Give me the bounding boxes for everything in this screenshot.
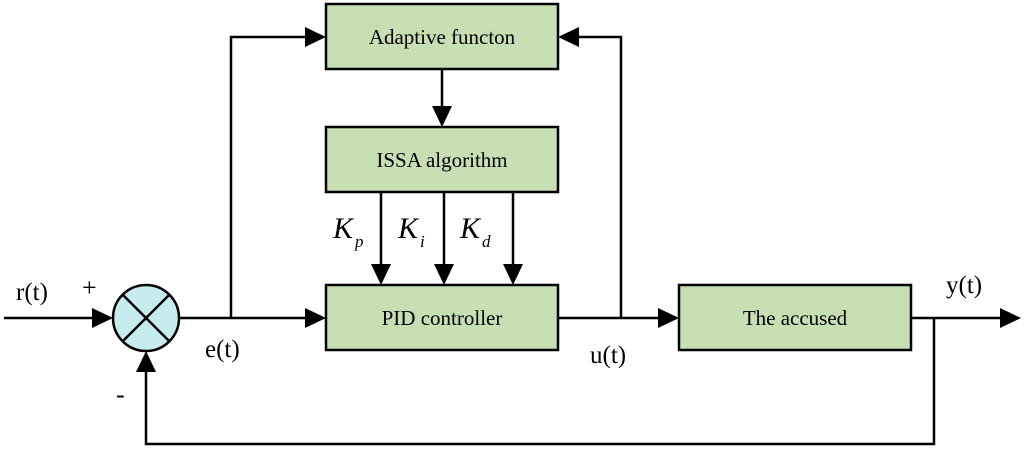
accused-block: The accused: [677, 283, 913, 352]
kp-arrow: [371, 264, 391, 285]
kp-subscript: p: [354, 232, 364, 251]
ki-subscript: i: [420, 232, 425, 251]
plus-sign-label: +: [82, 273, 97, 302]
error-to-adaptive-wire: [229, 35, 308, 318]
ki-arrow: [434, 264, 454, 285]
feedback-arrow: [136, 351, 156, 372]
issa-algorithm-block: ISSA algorithm: [324, 125, 560, 194]
adaptive-function-block: Adaptive functon: [324, 2, 560, 71]
control-signal-label: u(t): [590, 342, 626, 369]
control-to-adaptive-wire: [576, 35, 623, 318]
pid-controller-label: PID controller: [382, 306, 503, 330]
reference-input-arrow: [92, 308, 113, 328]
control-to-accused-arrow: [658, 308, 679, 328]
issa-algorithm-label: ISSA algorithm: [376, 148, 507, 172]
kd-arrow: [503, 264, 523, 285]
error-to-adaptive-arrow: [305, 27, 326, 47]
kp-symbol: K: [332, 212, 355, 245]
feedback-wire: [144, 318, 936, 446]
error-signal-label: e(t): [205, 336, 240, 363]
pid-controller-box: [324, 283, 560, 352]
kd-symbol: K: [459, 212, 482, 245]
minus-sign-label: -: [116, 380, 125, 409]
reference-signal-label: r(t): [16, 279, 48, 306]
output-signal-label: y(t): [946, 272, 982, 299]
adaptive-to-issa-arrow: [432, 106, 452, 127]
output-arrow: [1000, 308, 1021, 328]
ki-symbol: K: [397, 212, 420, 245]
adaptive-function-label: Adaptive functon: [369, 25, 516, 49]
accused-label: The accused: [743, 306, 848, 330]
issa-algorithm-box: [324, 125, 560, 194]
control-to-adaptive-arrow: [558, 27, 579, 47]
error-to-pid-arrow: [305, 308, 326, 328]
kd-subscript: d: [482, 232, 491, 251]
pid-controller-block: PID controller: [324, 283, 560, 352]
adaptive-function-box: [324, 2, 560, 71]
summing-junction: [111, 283, 181, 353]
summing-cross-line: [121, 293, 171, 343]
